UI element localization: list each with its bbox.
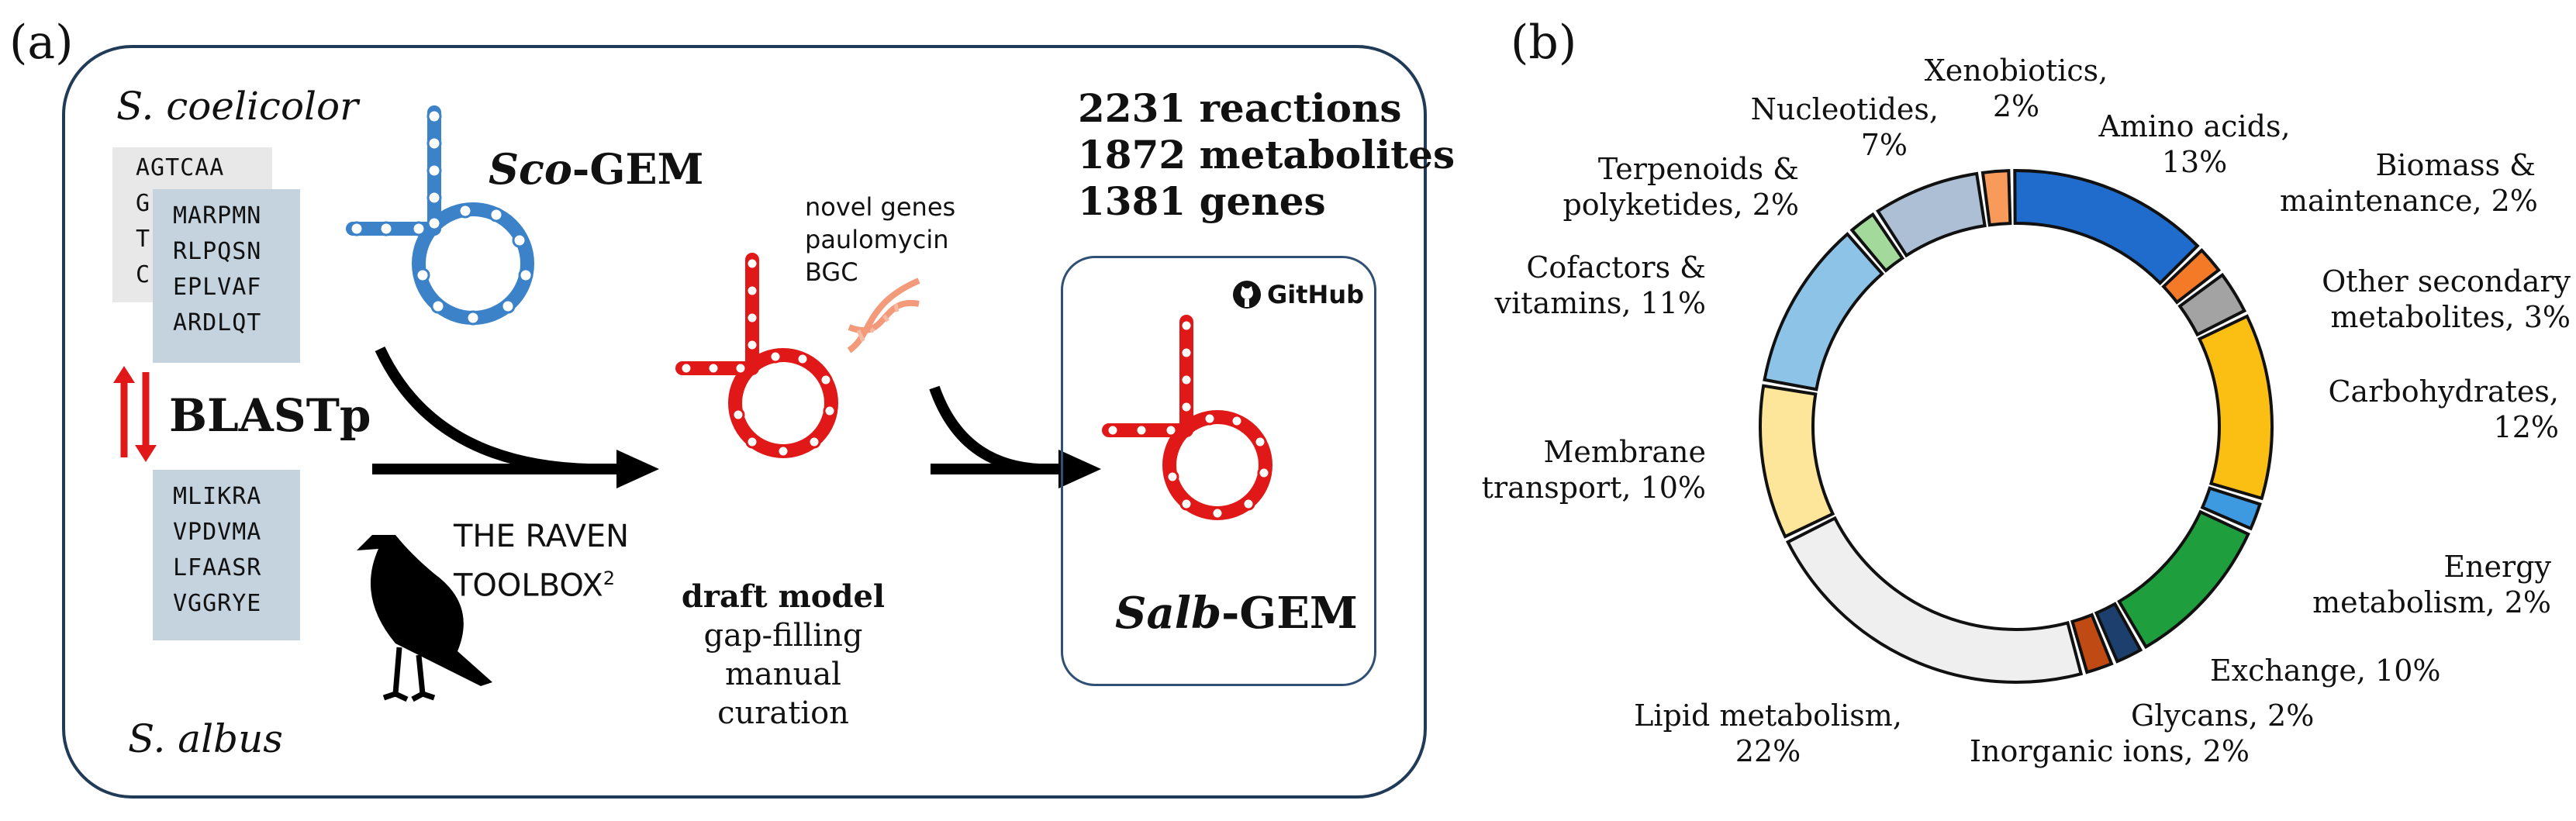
raven-icon [357, 535, 492, 702]
slice-membrane-transport [1759, 384, 1835, 539]
github-badge[interactable]: GitHub [1231, 279, 1364, 310]
panel-b-label: (b) [1511, 16, 1577, 70]
panel-a-label: (a) [9, 16, 74, 70]
sco-gem-model-icon [346, 105, 534, 326]
label-exchange: Exchange, 10% [2210, 654, 2441, 688]
label-carbohydrates: Carbohydrates,12% [2328, 374, 2559, 444]
slice-exchange [2117, 509, 2250, 650]
species-bottom: S. albus [128, 716, 283, 761]
donut-chart [1759, 169, 2274, 684]
model-stats: 2231 reactions 1872 metabolites 1381 gen… [1078, 85, 1455, 224]
salb-gem-box [1061, 256, 1376, 686]
raven-toolbox-label: THE RAVEN TOOLBOX2 [454, 519, 630, 604]
slice-xenobiotics [1980, 169, 2012, 227]
salb-gem-label: Salb-GEM [1115, 588, 1358, 639]
slice-energy-metabolism [2200, 486, 2262, 531]
label-lipid: Lipid metabolism,22% [1634, 699, 1902, 768]
slice-terpenoids-polyketides [1849, 212, 1904, 273]
slice-carbohydrates [2197, 314, 2274, 501]
label-biomass: Biomass &maintenance, 2% [2280, 148, 2538, 218]
sco-gem-label: Sco-GEM [489, 144, 704, 194]
slice-inorganic-ions [2070, 612, 2114, 674]
label-glycans: Glycans, 2% [2131, 699, 2315, 733]
blastp-label: BLASTp [169, 389, 371, 442]
flow-arrows [372, 347, 1101, 488]
slice-nucleotides [1875, 171, 1987, 258]
github-label: GitHub [1267, 280, 1364, 309]
species-top: S. coelicolor [116, 84, 359, 129]
slice-glycans [2094, 602, 2143, 664]
label-terpenoids: Terpenoids &polyketides, 2% [1563, 152, 1799, 222]
label-amino-acids: Amino acids,13% [2098, 109, 2291, 179]
draft-model-label: draft model gap-filling manual curation [681, 578, 886, 731]
bidirectional-arrows-icon [113, 366, 157, 462]
slice-lipid-metabolism [1785, 516, 2084, 684]
slice-other-secondary-metabolites [2177, 272, 2247, 337]
label-cofactors: Cofactors &vitamins, 11% [1494, 250, 1706, 320]
novel-genes-label: novel genes paulomycin BGC [805, 192, 956, 287]
label-nucleotides: Nucleotides,7% [1750, 92, 1939, 162]
panel-a-frame [62, 45, 1427, 799]
label-xenobiotics: Xenobiotics,2% [1924, 53, 2108, 123]
slice-cofactors-vitamins [1763, 232, 1884, 392]
salb-gem-model-icon [1102, 315, 1272, 520]
slice-amino-acids [2013, 169, 2200, 285]
label-inorganic: Inorganic ions, 2% [1970, 734, 2250, 768]
draft-model-icon [675, 253, 838, 458]
slice-biomass-maintenance [2161, 248, 2222, 305]
github-icon [1233, 281, 1261, 309]
dna-helix-icon [847, 278, 920, 354]
